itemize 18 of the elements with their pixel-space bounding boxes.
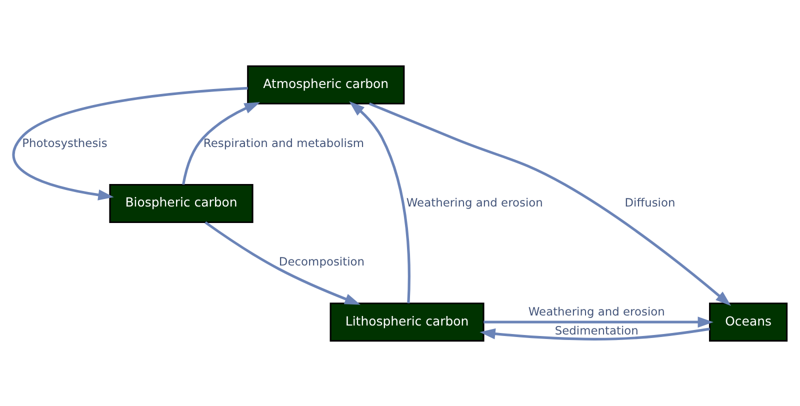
arrow — [484, 316, 714, 328]
edge-label: Photosysthesis — [22, 136, 108, 150]
edge-label: Diffusion — [624, 194, 676, 209]
edge-label: Weathering and erosion — [406, 194, 543, 209]
node-box: Oceans — [709, 302, 788, 342]
arrow — [182, 102, 260, 184]
edge-label: Sedimentation — [554, 322, 638, 337]
arrow — [480, 327, 710, 340]
arrow — [12, 86, 248, 200]
node-box: Atmospheric carbon — [247, 64, 405, 104]
node-box: Biospheric carbon — [109, 184, 254, 222]
arrow — [349, 100, 410, 303]
edge-label: Respiration and metabolism — [203, 136, 364, 150]
edge-label: Decomposition — [278, 254, 365, 268]
arrow — [368, 102, 732, 306]
arrow — [204, 220, 360, 304]
edge-label: Weathering and erosion — [528, 304, 665, 318]
node-box: Lithospheric carbon — [330, 302, 484, 342]
